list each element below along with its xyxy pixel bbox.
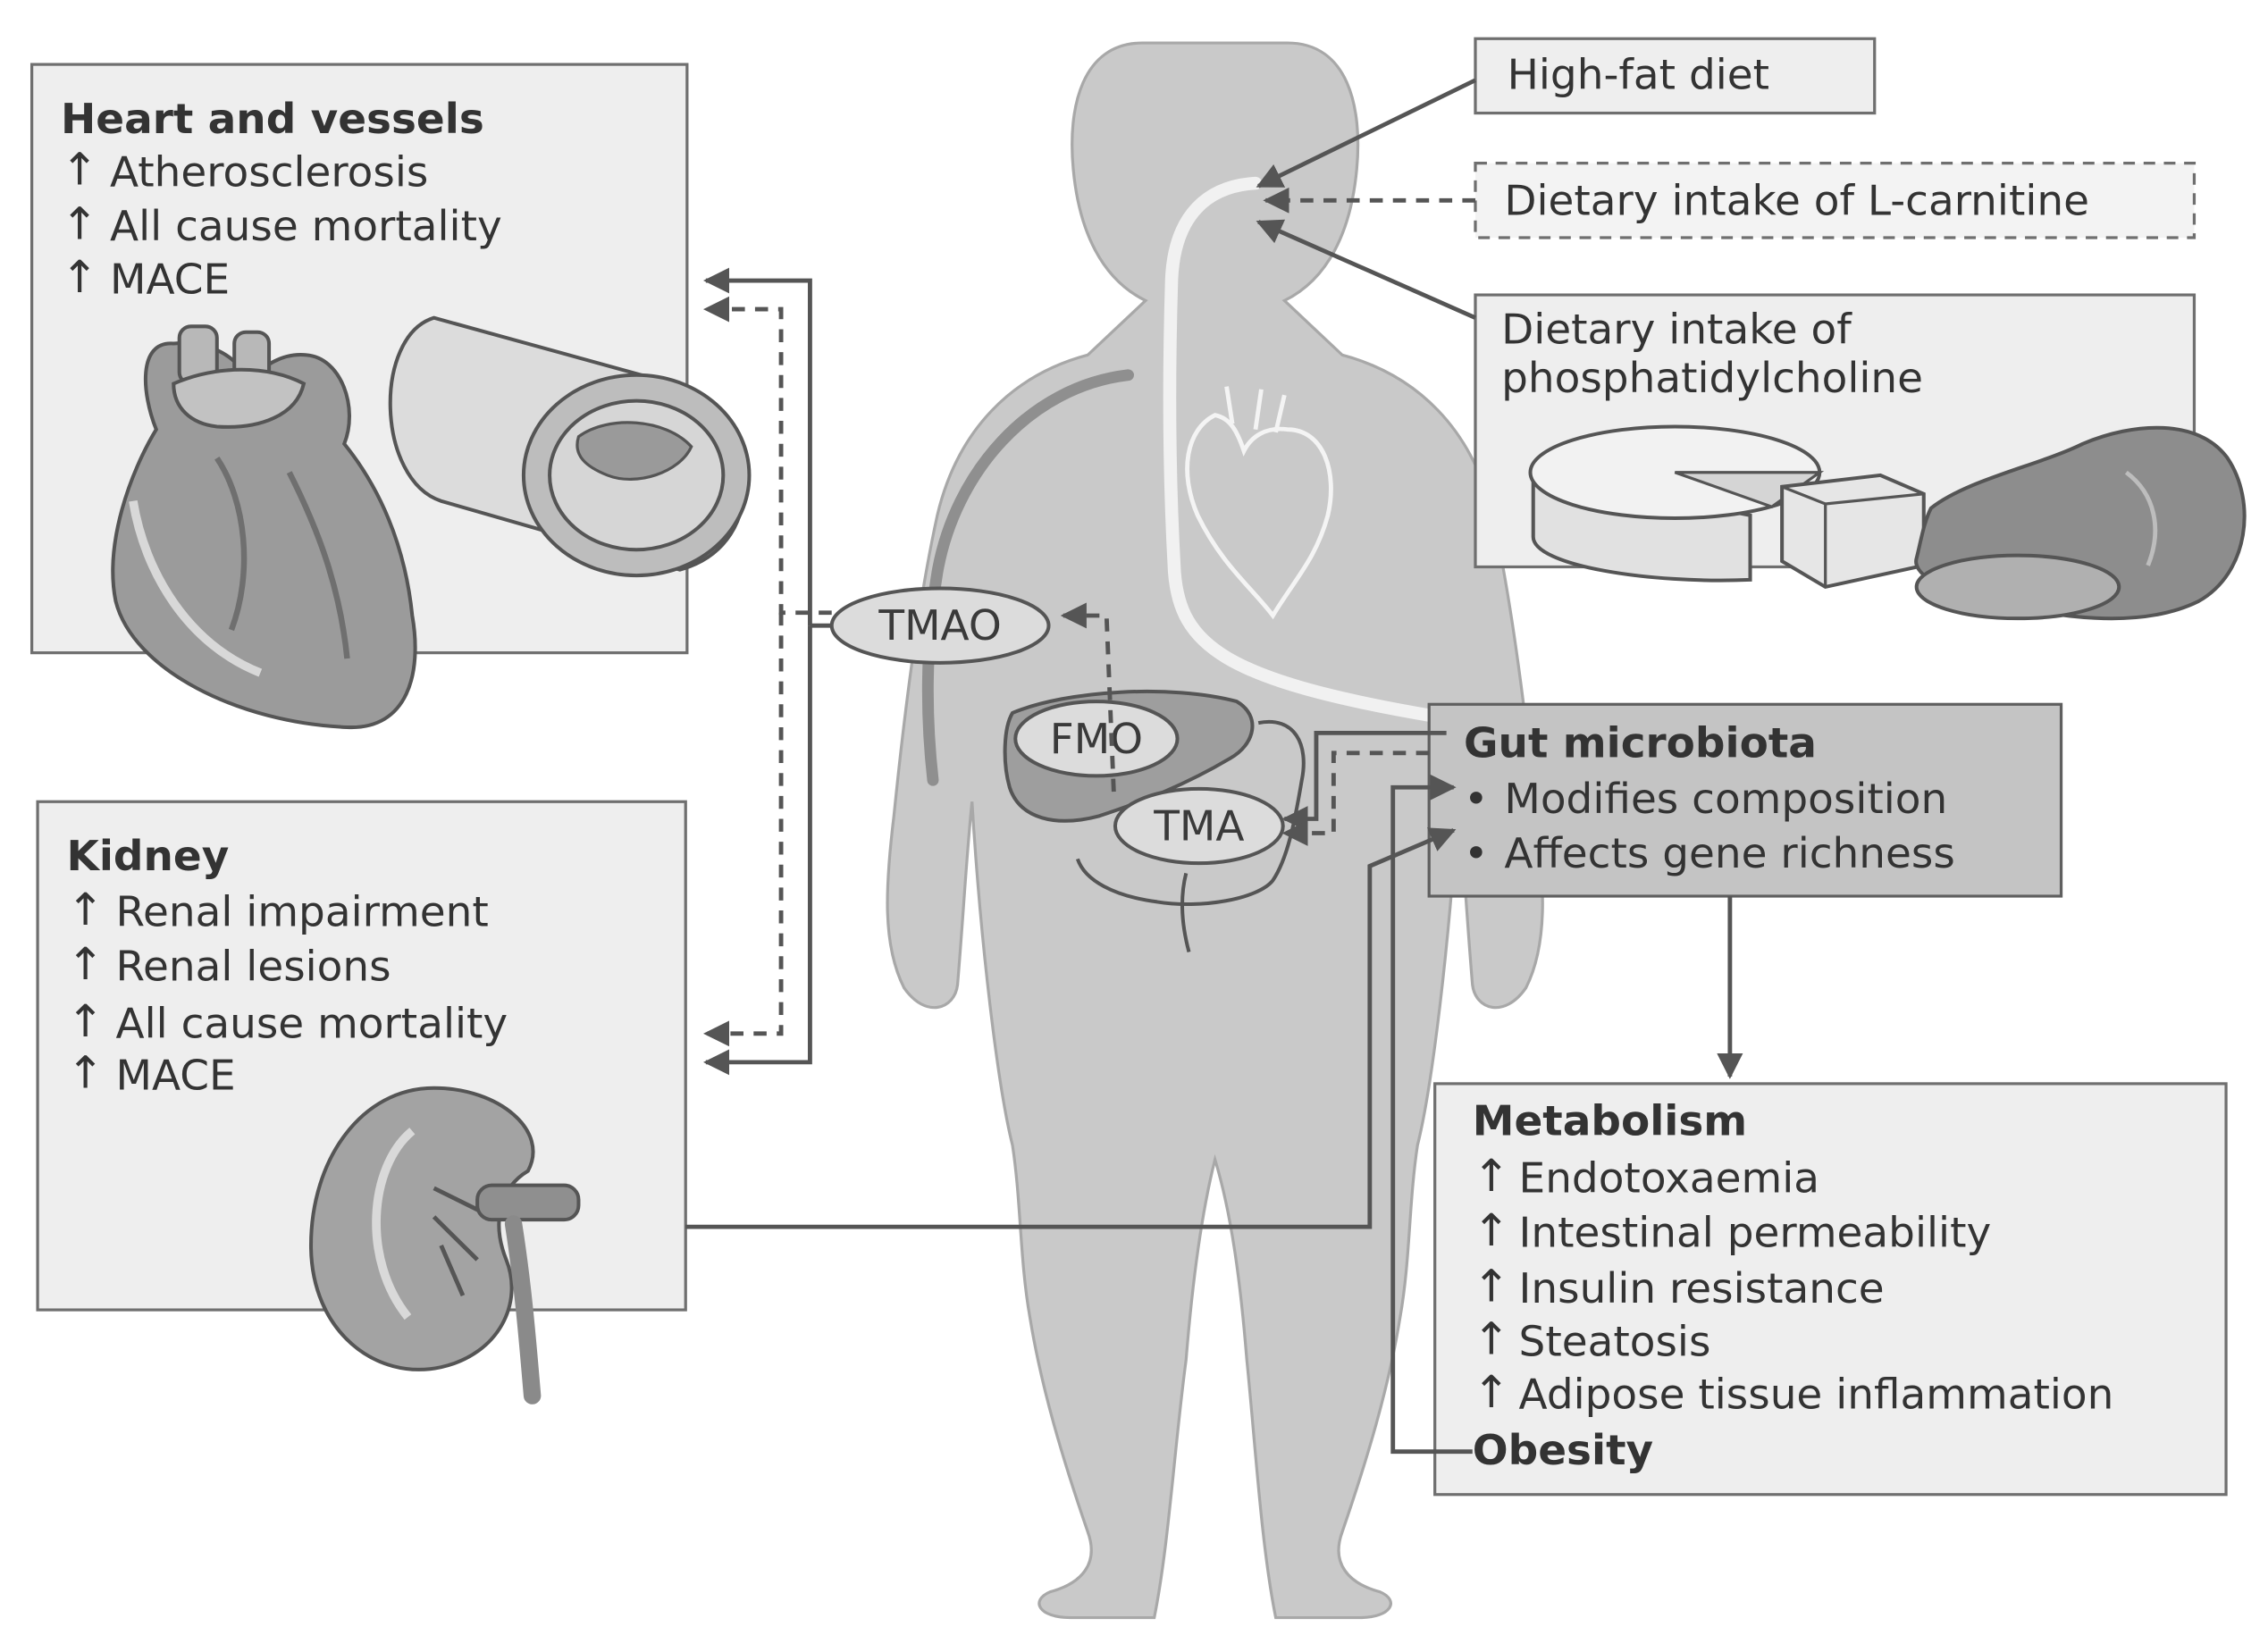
gut-to-tma-dashed-arrow	[1281, 751, 1430, 846]
l-carnitine-label: Dietary intake of L-carnitine	[1504, 178, 2089, 226]
high-fat-diet-arrow	[1256, 78, 1477, 189]
metabolism-item-endotoxaemia: Endotoxaemia	[1519, 1155, 1819, 1203]
phosphatidylcholine-arrow	[1256, 219, 1476, 320]
phosphatidylcholine-label-line1: Dietary intake of	[1501, 306, 1852, 355]
tmao-label: TMAO	[878, 602, 1001, 650]
tmao-to-kidney-dashed-arrow	[702, 612, 784, 1047]
kidney-icon	[308, 1086, 581, 1405]
fmo-label: FMO	[1050, 716, 1143, 764]
up-arrow-icon: ↑	[66, 995, 104, 1047]
metabolism-item-insulin-resistance: Insulin resistance	[1519, 1265, 1885, 1313]
up-arrow-icon: ↑	[1473, 1366, 1510, 1418]
intestines-icon	[1075, 719, 1306, 953]
heart-item-mace: MACE	[110, 256, 230, 305]
kidney-title: Kidney	[66, 833, 229, 881]
artery-cross-section-icon	[388, 315, 752, 578]
metabolism-item-intestinal-permeability: Intestinal permeability	[1519, 1210, 1992, 1258]
kidney-item-renal-impairment: Renal impairment	[115, 889, 488, 937]
tmao-to-heart-dashed-arrow	[702, 296, 832, 616]
metabolism-title: Metabolism	[1473, 1098, 1747, 1146]
gut-item-modifies-composition: Modifies composition	[1504, 776, 1947, 824]
kidney-item-renal-lesions: Renal lesions	[115, 943, 391, 992]
high-fat-diet-box	[1474, 37, 1877, 115]
l-carnitine-box	[1474, 162, 2197, 239]
gut-to-tma-solid-arrow	[1281, 730, 1447, 832]
up-arrow-icon: ↑	[66, 938, 104, 990]
gut-microbiota-title: Gut microbiota	[1464, 720, 1817, 768]
gut-microbiota-panel	[1427, 702, 2063, 898]
kidney-items: ↑ Renal impairment ↑ Renal lesions ↑ All…	[66, 884, 508, 1100]
up-arrow-icon: ↑	[61, 144, 98, 196]
digestive-tract-line	[1163, 176, 1439, 723]
tma-label: TMA	[1153, 803, 1244, 851]
phosphatidylcholine-label-line2: phosphatidylcholine	[1501, 355, 1923, 403]
heart-item-atherosclerosis: Atherosclerosis	[110, 149, 428, 197]
up-arrow-icon: ↑	[66, 884, 104, 935]
tmao-badge: TMAO	[829, 586, 1051, 665]
up-arrow-icon: ↑	[61, 198, 98, 250]
tmao-to-heart-solid-arrow	[702, 267, 812, 626]
up-arrow-icon: ↑	[1473, 1204, 1510, 1256]
tmao-to-kidney-solid-arrow	[702, 625, 812, 1076]
metabolism-panel	[1433, 1082, 2228, 1497]
connector-arrows	[685, 78, 1743, 1455]
fmo-badge: FMO	[1013, 700, 1180, 778]
gut-bullet: •	[1464, 830, 1489, 878]
kidney-item-all-cause-mortality: All cause mortality	[115, 1001, 508, 1049]
up-arrow-icon: ↑	[66, 1047, 104, 1099]
up-arrow-icon: ↑	[61, 251, 98, 303]
metabolism-items: ↑ Endotoxaemia ↑ Intestinal permeability…	[1473, 1150, 2114, 1419]
up-arrow-icon: ↑	[1473, 1261, 1510, 1312]
metabolism-item-adipose-tissue-inflammation: Adipose tissue inflammation	[1519, 1371, 2114, 1420]
artery-line	[921, 369, 1134, 786]
meat-icon	[1914, 425, 2247, 621]
gut-bullet: •	[1464, 776, 1489, 824]
heart-vessels-items: ↑ Atherosclerosis ↑ All cause mortality …	[61, 144, 502, 304]
kidney-item-mace: MACE	[115, 1052, 235, 1101]
metabolism-footer-obesity: Obesity	[1473, 1427, 1653, 1475]
up-arrow-icon: ↑	[1473, 1150, 1510, 1202]
kidney-to-gut-arrow	[685, 827, 1457, 1229]
heart-item-all-cause-mortality: All cause mortality	[110, 203, 502, 251]
high-fat-diet-label: High-fat diet	[1508, 52, 1769, 100]
anatomical-heart-icon	[111, 324, 417, 729]
tma-badge: TMA	[1113, 786, 1285, 866]
metabolism-item-steatosis: Steatosis	[1519, 1319, 1711, 1367]
obesity-to-gut-arrow	[1390, 774, 1473, 1455]
up-arrow-icon: ↑	[1473, 1313, 1510, 1365]
body-heart-outline-icon	[1185, 386, 1333, 620]
heart-vessels-title: Heart and vessels	[61, 96, 484, 144]
gut-item-affects-gene-richness: Affects gene richness	[1504, 830, 1954, 878]
cheese-icon	[1528, 424, 1926, 590]
